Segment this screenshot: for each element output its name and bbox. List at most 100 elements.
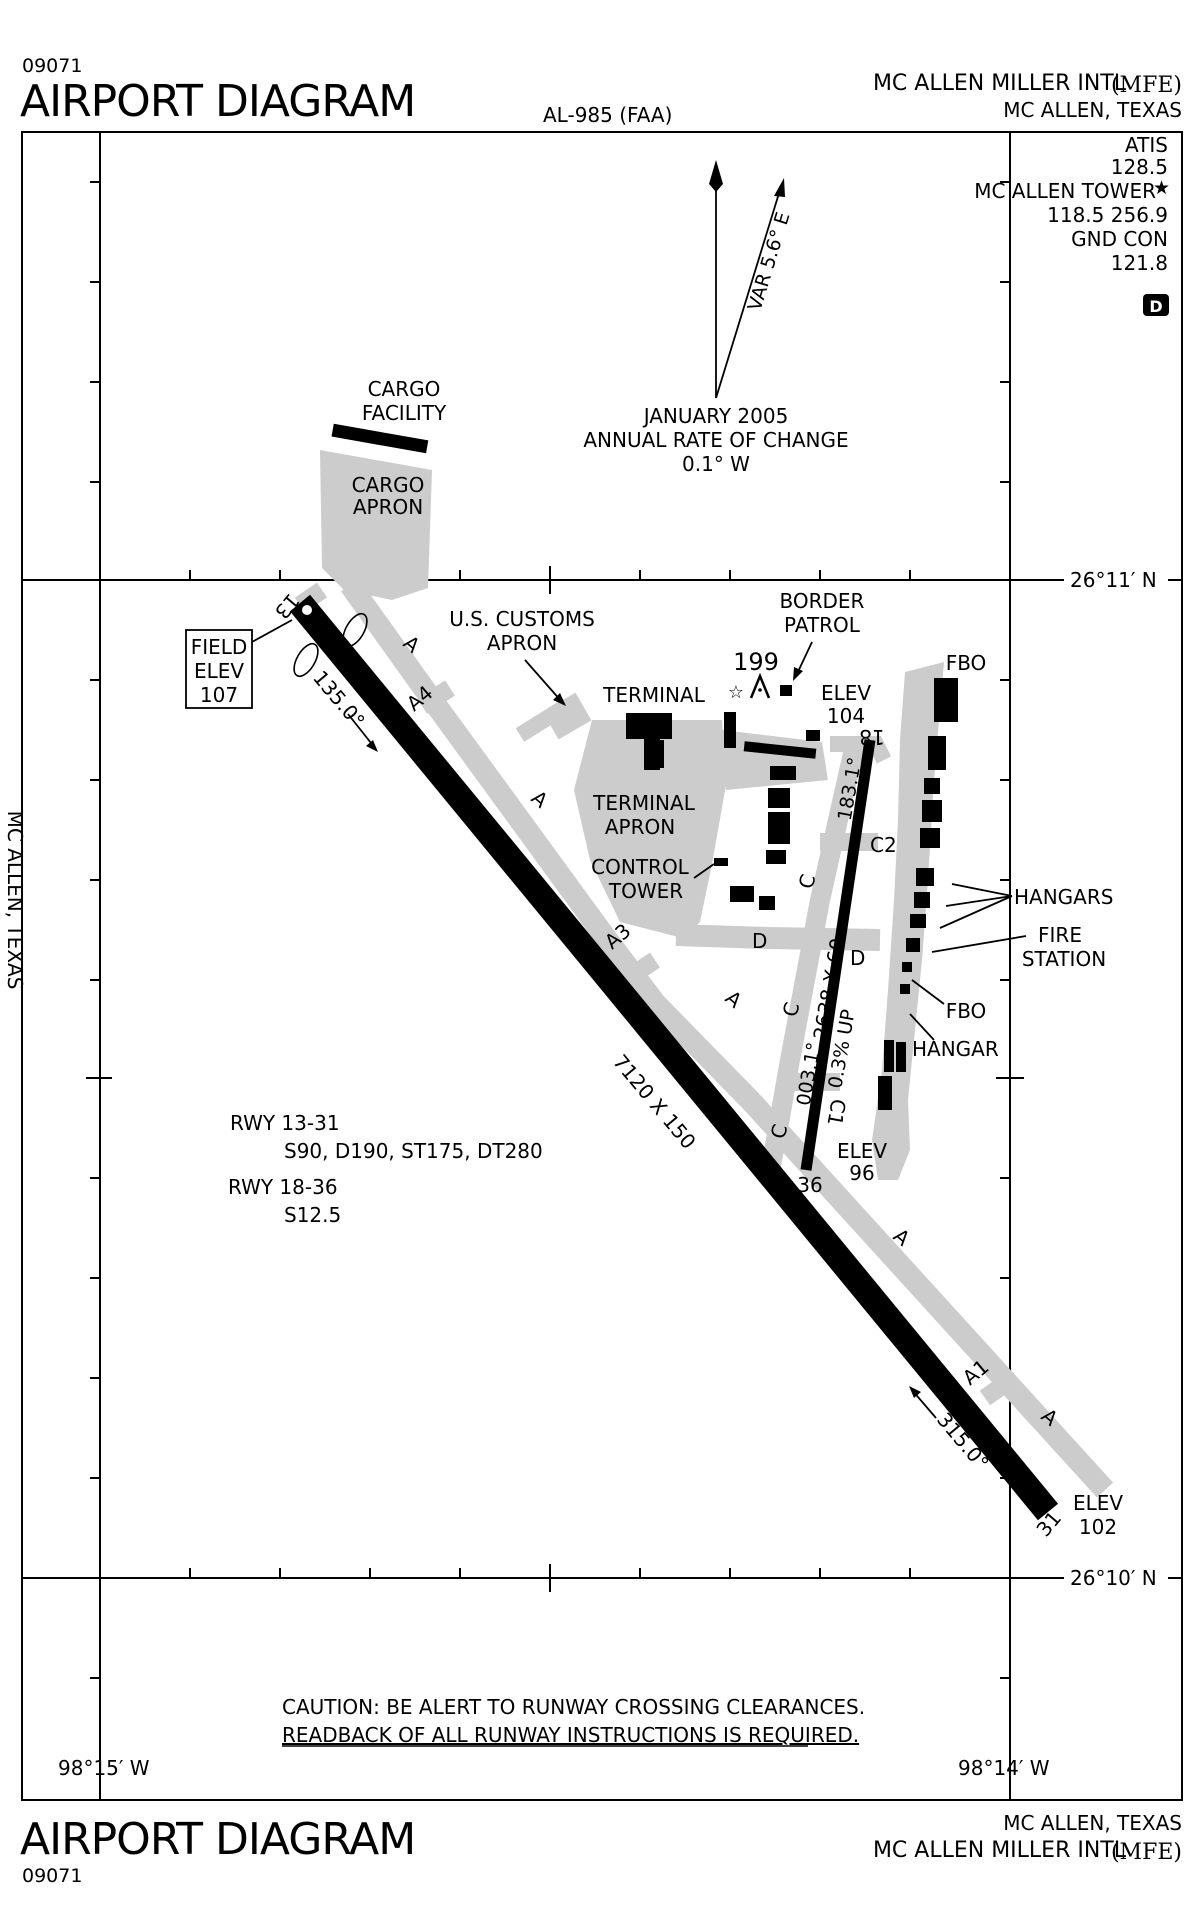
runway-36-label: 36 <box>797 1173 822 1197</box>
cargo-facility-building <box>331 423 429 454</box>
field-elev-label-1: FIELD <box>191 635 248 659</box>
field-elev-value: 107 <box>200 683 238 707</box>
side-city-label: MC ALLEN, TEXAS <box>3 811 27 990</box>
taxiway-label-c: C <box>766 1122 793 1142</box>
footer-code: 09071 <box>22 1865 82 1887</box>
taxiway-d <box>675 924 881 951</box>
star-icon: ★ <box>1153 177 1170 199</box>
customs-apron-label-2: APRON <box>487 631 557 655</box>
terminal-apron-label-1: TERMINAL <box>592 791 696 815</box>
taxiway-label-c: C <box>794 872 821 892</box>
building <box>743 741 817 759</box>
variation-label: VAR 5.6° E <box>744 210 795 314</box>
comms-block: ATIS 128.5 MC ALLEN TOWER ★ 118.5 256.9 … <box>974 133 1170 316</box>
fire-station-label-1: FIRE <box>1038 923 1082 947</box>
border-patrol-label-1: BORDER <box>780 589 865 613</box>
magnetic-north-arrow <box>715 189 781 399</box>
atis-frequency: 128.5 <box>1111 155 1168 179</box>
runway-18-36-name: RWY 18-36 <box>228 1175 338 1199</box>
city-state: MC ALLEN, TEXAS <box>1003 98 1182 122</box>
runway-18-36-strength: S12.5 <box>284 1203 341 1227</box>
terminal-label: TERMINAL <box>602 683 706 707</box>
cargo-apron <box>320 450 432 600</box>
doc-id: AL-985 (FAA) <box>543 103 672 127</box>
wind-cone-icon <box>342 612 368 648</box>
tower-frequency: 118.5 256.9 <box>1047 203 1168 227</box>
footer-title: AIRPORT DIAGRAM <box>20 1814 415 1865</box>
chart-frame <box>21 131 1183 1801</box>
fbo-building <box>934 678 958 722</box>
variation-rate-label: ANNUAL RATE OF CHANGE <box>583 428 848 452</box>
runway-18-elev-label: ELEV <box>821 681 871 705</box>
latitude-top: 26°11′ N <box>1070 568 1157 592</box>
runway-36-elev: 96 <box>849 1161 874 1185</box>
runway-data: RWY 13-31 S90, D190, ST175, DT280 RWY 18… <box>228 1111 543 1227</box>
beacon-icon <box>293 642 319 678</box>
runway-18-36 <box>800 739 876 1171</box>
building <box>724 712 736 748</box>
footer-ident: (MFE) <box>1111 1840 1182 1865</box>
control-tower-label-2: TOWER <box>608 879 683 903</box>
fbo-label-bottom: FBO <box>946 999 987 1023</box>
obstacle-height: 199 <box>733 648 779 676</box>
chart-code: 09071 <box>22 55 82 77</box>
tower-label: MC ALLEN TOWER <box>974 179 1156 203</box>
fire-station-label-2: STATION <box>1022 947 1106 971</box>
latitude-bottom: 26°10′ N <box>1070 1566 1157 1590</box>
buildings <box>331 423 958 1110</box>
fbo-label-top: FBO <box>946 651 987 675</box>
customs-apron <box>542 692 592 740</box>
runway-13-31-name: RWY 13-31 <box>230 1111 340 1135</box>
runway-18-label: 18 <box>859 725 884 749</box>
runway-13-31-strength: S90, D190, ST175, DT280 <box>284 1139 543 1163</box>
longitude-right: 98°14′ W <box>958 1756 1050 1780</box>
taxiway-label-a: A <box>721 985 747 1012</box>
runway-36-elev-label: ELEV <box>837 1139 887 1163</box>
cargo-facility-label-2: FACILITY <box>362 401 447 425</box>
taxiway-label-c: C <box>778 1000 805 1020</box>
ground-frequency: 121.8 <box>1111 251 1168 275</box>
variation-date: JANUARY 2005 <box>642 404 789 428</box>
taxiway-a1 <box>979 1372 1016 1406</box>
runway-18-elev: 104 <box>827 704 865 728</box>
obstacle-icon <box>749 672 771 699</box>
airport-ident: (MFE) <box>1111 73 1182 98</box>
star-icon: ☆ <box>728 682 744 703</box>
chart-title: AIRPORT DIAGRAM <box>20 76 415 127</box>
class-d-badge <box>1143 294 1169 316</box>
taxiway-a3 <box>623 952 660 986</box>
runway-31-elev: 102 <box>1079 1515 1117 1539</box>
hangar-building <box>884 1040 894 1072</box>
footer-airport: MC ALLEN MILLER INTL <box>873 1838 1127 1863</box>
taxiway-label-c1: C1 <box>822 1097 850 1127</box>
magnetic-variation: VAR 5.6° E JANUARY 2005 ANNUAL RATE OF C… <box>583 160 849 476</box>
ground-label: GND CON <box>1071 227 1168 251</box>
airport-name: MC ALLEN MILLER INTL <box>873 71 1127 96</box>
hangars-label: HANGARS <box>1014 885 1113 909</box>
runway-31-elev-label: ELEV <box>1073 1491 1123 1515</box>
border-patrol-label-2: PATROL <box>784 613 861 637</box>
control-tower-building <box>714 858 728 866</box>
pavement <box>294 450 1114 1498</box>
caution-line-2: READBACK OF ALL RUNWAY INSTRUCTIONS IS R… <box>282 1723 859 1747</box>
taxiway-label-c2: C2 <box>870 833 897 857</box>
runway-13-31 <box>289 594 1059 1521</box>
mag-arrow-head-icon <box>774 178 785 197</box>
cargo-facility-label-1: CARGO <box>368 377 441 401</box>
hangar-label: HANGAR <box>912 1037 999 1061</box>
footer-city: MC ALLEN, TEXAS <box>1003 1811 1182 1835</box>
longitude-left: 98°15′ W <box>58 1756 150 1780</box>
control-tower-label-1: CONTROL <box>591 855 690 879</box>
field-elev-label-2: ELEV <box>194 659 244 683</box>
fire-station-building <box>906 938 920 952</box>
customs-apron-label-1: U.S. CUSTOMS <box>449 607 595 631</box>
cargo-apron-label-2: APRON <box>353 495 423 519</box>
hangar-building <box>916 868 934 886</box>
field-elevation: FIELD ELEV 107 <box>185 619 293 709</box>
north-arrow-head-icon <box>709 160 723 192</box>
class-d-letter: D <box>1149 297 1162 316</box>
caution-line-1: CAUTION: BE ALERT TO RUNWAY CROSSING CLE… <box>282 1695 865 1719</box>
border-patrol-building <box>780 685 792 696</box>
taxiway-label-d: D <box>752 929 767 953</box>
